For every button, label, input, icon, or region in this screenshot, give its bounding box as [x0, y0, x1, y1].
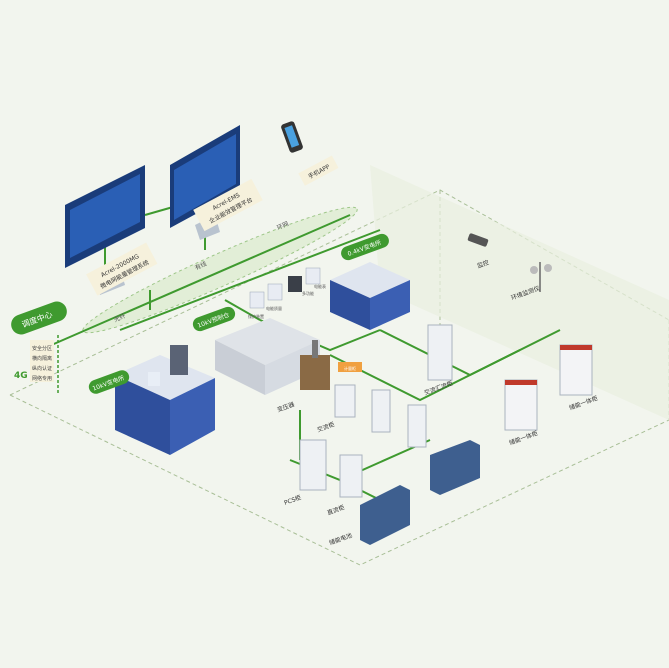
phone-icon [281, 121, 303, 153]
storage-1-label: 储能一体柜 [508, 429, 539, 447]
storage-cabinets: 储能一体柜 储能一体柜 [504, 344, 599, 447]
pcs-dc: PCS柜 直流柜 [283, 439, 363, 517]
region-right [370, 165, 669, 420]
dispatch-item-2: 横向隔离 [32, 355, 52, 362]
storage-2-label: 储能一体柜 [568, 394, 599, 412]
dispatch-item-3: 纵向认证 [32, 365, 52, 372]
label-ring: 环网 [276, 221, 290, 232]
ac-cabinet: 交流柜 [316, 384, 427, 448]
dispatch-item-4: 网络专用 [32, 375, 52, 382]
small-device-1-label: 保护装置 [248, 313, 264, 319]
ac-cabinet-label: 交流柜 [316, 420, 336, 434]
small-device-4-label: 电能表 [314, 283, 326, 289]
transformer-label: 变压器 [276, 400, 296, 414]
substation-10kv-a: 10kV变电所 [88, 345, 215, 455]
meter-box-label: 计量柜 [344, 365, 356, 371]
dispatch-center: 调度中心 4G 安全分区 横向隔离 纵向认证 网络专用 [11, 301, 67, 395]
net-4g-label: 4G [14, 371, 28, 381]
small-devices: 保护装置 电能质量 多功能 电能表 [248, 267, 326, 319]
small-device-2-label: 电能质量 [266, 305, 282, 311]
ac-combiner-label: 交流汇流柜 [423, 379, 454, 397]
monitor-label: 监控 [476, 258, 490, 270]
battery-label: 储能电池 [328, 531, 353, 547]
camera-icon: 监控 [467, 233, 490, 270]
dispatch-item-1: 安全分区 [32, 345, 52, 352]
ac-combiner: 交流汇流柜 [423, 324, 454, 397]
label-box-app: 手机APP [298, 155, 339, 186]
pcs-label: PCS柜 [283, 493, 302, 507]
dc-cabinet-label: 直流柜 [326, 503, 346, 517]
small-device-3-label: 多功能 [302, 290, 314, 296]
